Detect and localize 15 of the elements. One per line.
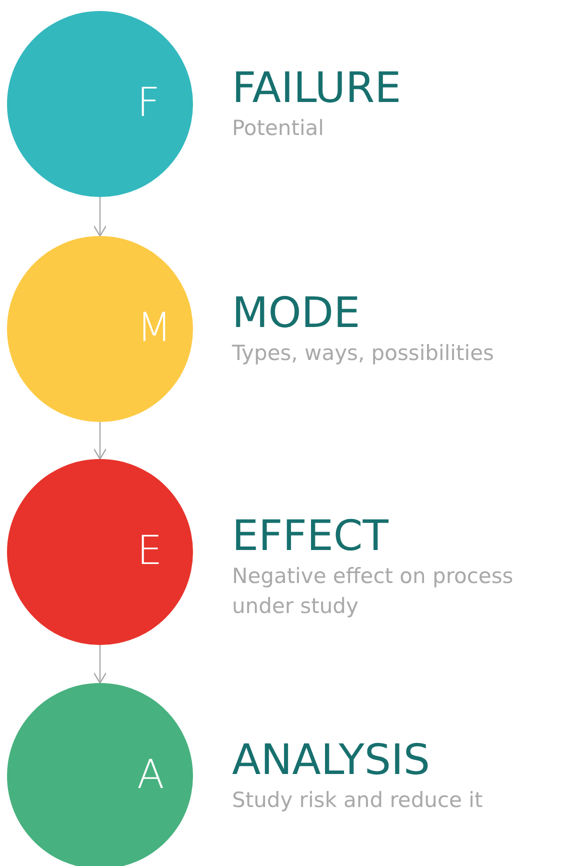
step-title: EFFECT bbox=[232, 515, 388, 557]
step-description: Potential bbox=[232, 115, 325, 142]
step-title: ANALYSIS bbox=[232, 739, 430, 781]
arrow bbox=[93, 422, 107, 460]
arrow bbox=[93, 197, 107, 237]
step-description: Negative effect on process under study bbox=[232, 563, 514, 620]
circle-letter: A bbox=[137, 755, 164, 795]
step-description: Types, ways, possibilities bbox=[232, 340, 495, 367]
arrow bbox=[93, 645, 107, 684]
circle-letter: E bbox=[137, 531, 162, 571]
step-description: Study risk and reduce it bbox=[232, 787, 484, 814]
step-title: FAILURE bbox=[232, 67, 402, 109]
circle-letter: F bbox=[137, 83, 160, 123]
circle-letter: M bbox=[137, 308, 172, 348]
step-title: MODE bbox=[232, 292, 360, 334]
